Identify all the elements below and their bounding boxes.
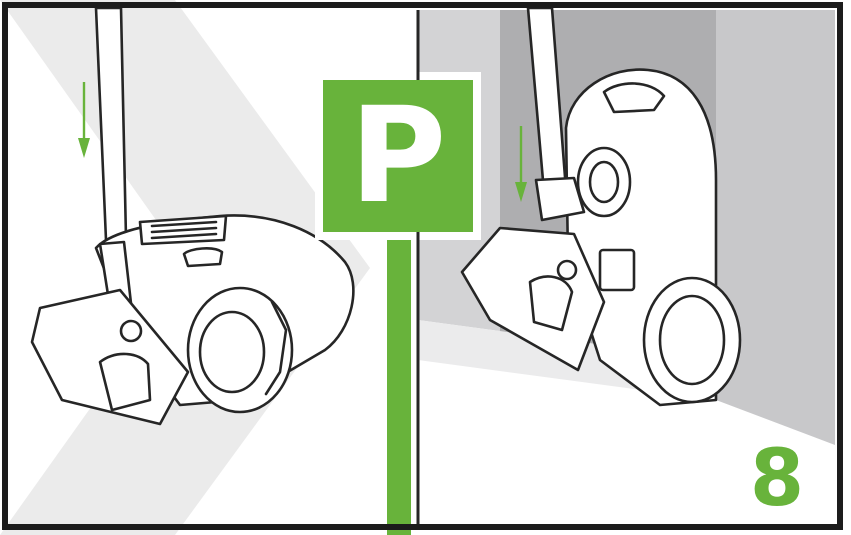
step-number: 8 (749, 434, 805, 524)
frame-border (2, 2, 843, 530)
down-arrow-icon (78, 82, 90, 158)
vacuum-cleaner-icon (30, 6, 355, 426)
vacuum-cleaner-icon (460, 6, 742, 407)
parking-sign: P (323, 80, 473, 232)
down-arrow-icon (515, 126, 527, 202)
sign-post (387, 240, 411, 535)
parking-sign-letter: P (349, 79, 447, 233)
